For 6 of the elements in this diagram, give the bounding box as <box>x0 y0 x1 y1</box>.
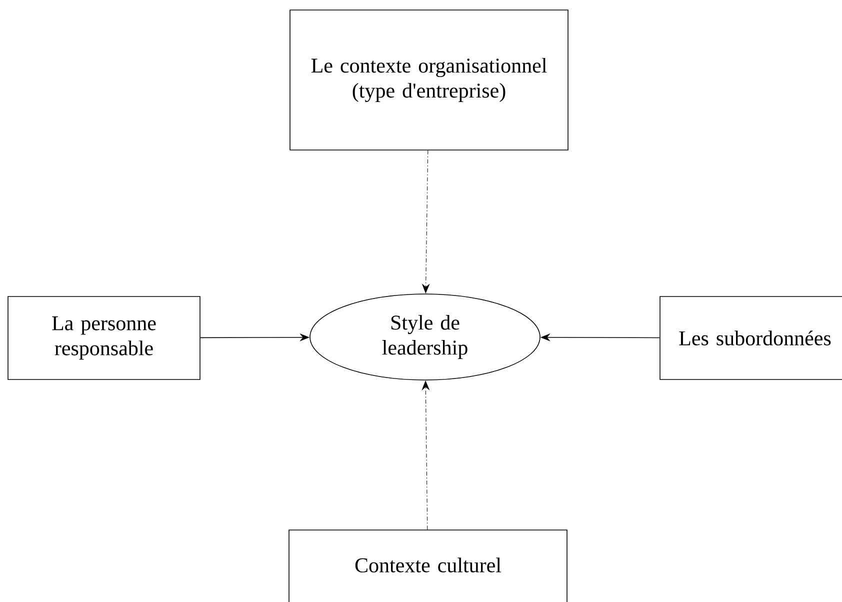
arrow <box>422 380 430 530</box>
context-box: Le contexte organisationnel (type d'entreprise) <box>290 10 568 150</box>
factor-box: Les subordonnées <box>660 296 842 380</box>
factor-box: La personne responsable <box>8 296 200 380</box>
context-box: Contexte culturel <box>288 530 568 602</box>
arrow <box>422 150 430 294</box>
